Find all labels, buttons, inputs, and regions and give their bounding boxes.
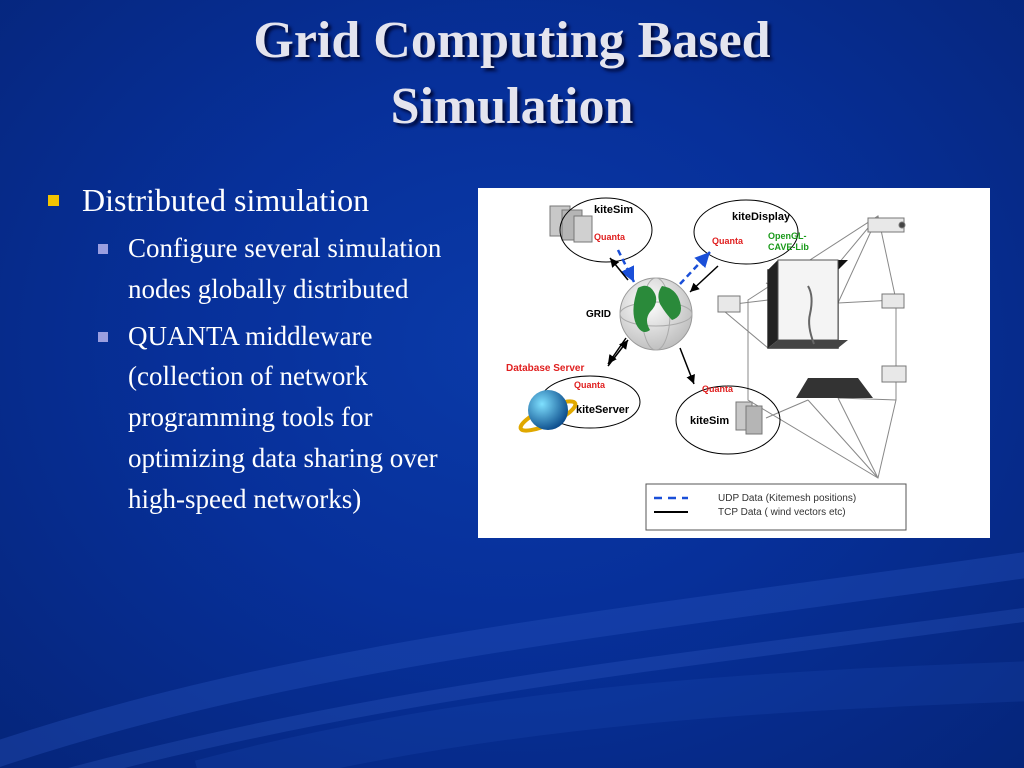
grid-globe-icon [619,277,693,351]
slide-title: Grid Computing Based Simulation [0,8,1024,140]
quanta-display-label: Quanta [712,236,744,246]
planet-icon [518,390,578,433]
square-bullet-icon [48,195,59,206]
bullet-list: Distributed simulation Configure several… [44,178,464,520]
sub-bullet-item-configure-nodes: Configure several simulation nodes globa… [44,228,464,310]
grid-architecture-diagram: kiteSim Quanta kiteDisplay Quanta OpenGL… [478,188,990,538]
sub-bullet-text: Configure several simulation nodes globa… [128,233,442,304]
kitedisplay-label: kiteDisplay [732,211,791,223]
square-bullet-icon [98,331,108,342]
legend-tcp-label: TCP Data ( wind vectors etc) [718,507,846,518]
kiteserver-label: kiteServer [576,404,630,416]
quanta-server-label: Quanta [574,380,606,390]
kitesim-bottom-label: kiteSim [690,415,729,427]
quanta-top-label: Quanta [594,232,626,242]
title-line-2: Simulation [390,78,634,135]
database-server-node: Database Server Quanta kiteServer [506,363,641,433]
opengl-label-line1: OpenGL- [768,231,807,241]
sub-bullet-text: QUANTA middleware (collection of network… [128,320,438,514]
bullet-text: Distributed simulation [82,182,370,218]
quanta-bottom-label: Quanta [702,384,734,394]
database-server-label: Database Server [506,363,584,374]
legend-box: UDP Data (Kitemesh positions) TCP Data (… [645,483,907,531]
legend-udp-label: UDP Data (Kitemesh positions) [718,493,856,504]
server-icon [735,401,763,435]
diagram-canvas: kiteSim Quanta kiteDisplay Quanta OpenGL… [506,197,907,531]
square-bullet-icon [98,244,108,254]
kitesim-top-label: kiteSim [594,204,633,216]
sub-bullet-item-quanta-middleware: QUANTA middleware (collection of network… [44,316,464,520]
grid-label: GRID [586,309,611,320]
opengl-label-line2: CAVE-Lib [768,242,809,252]
kitesim-top-node: kiteSim Quanta [549,197,653,263]
kitesim-bottom-node: Quanta kiteSim [675,384,781,455]
udp-arrows [616,249,711,285]
tcp-arrows [607,257,719,385]
title-line-1: Grid Computing Based [253,12,771,69]
cave-cube [767,259,873,398]
bullet-item-distributed-simulation: Distributed simulation [44,178,464,222]
projector-icons [717,217,907,383]
kitedisplay-node: kiteDisplay Quanta OpenGL- CAVE-Lib [693,199,809,265]
server-icon [549,205,593,243]
